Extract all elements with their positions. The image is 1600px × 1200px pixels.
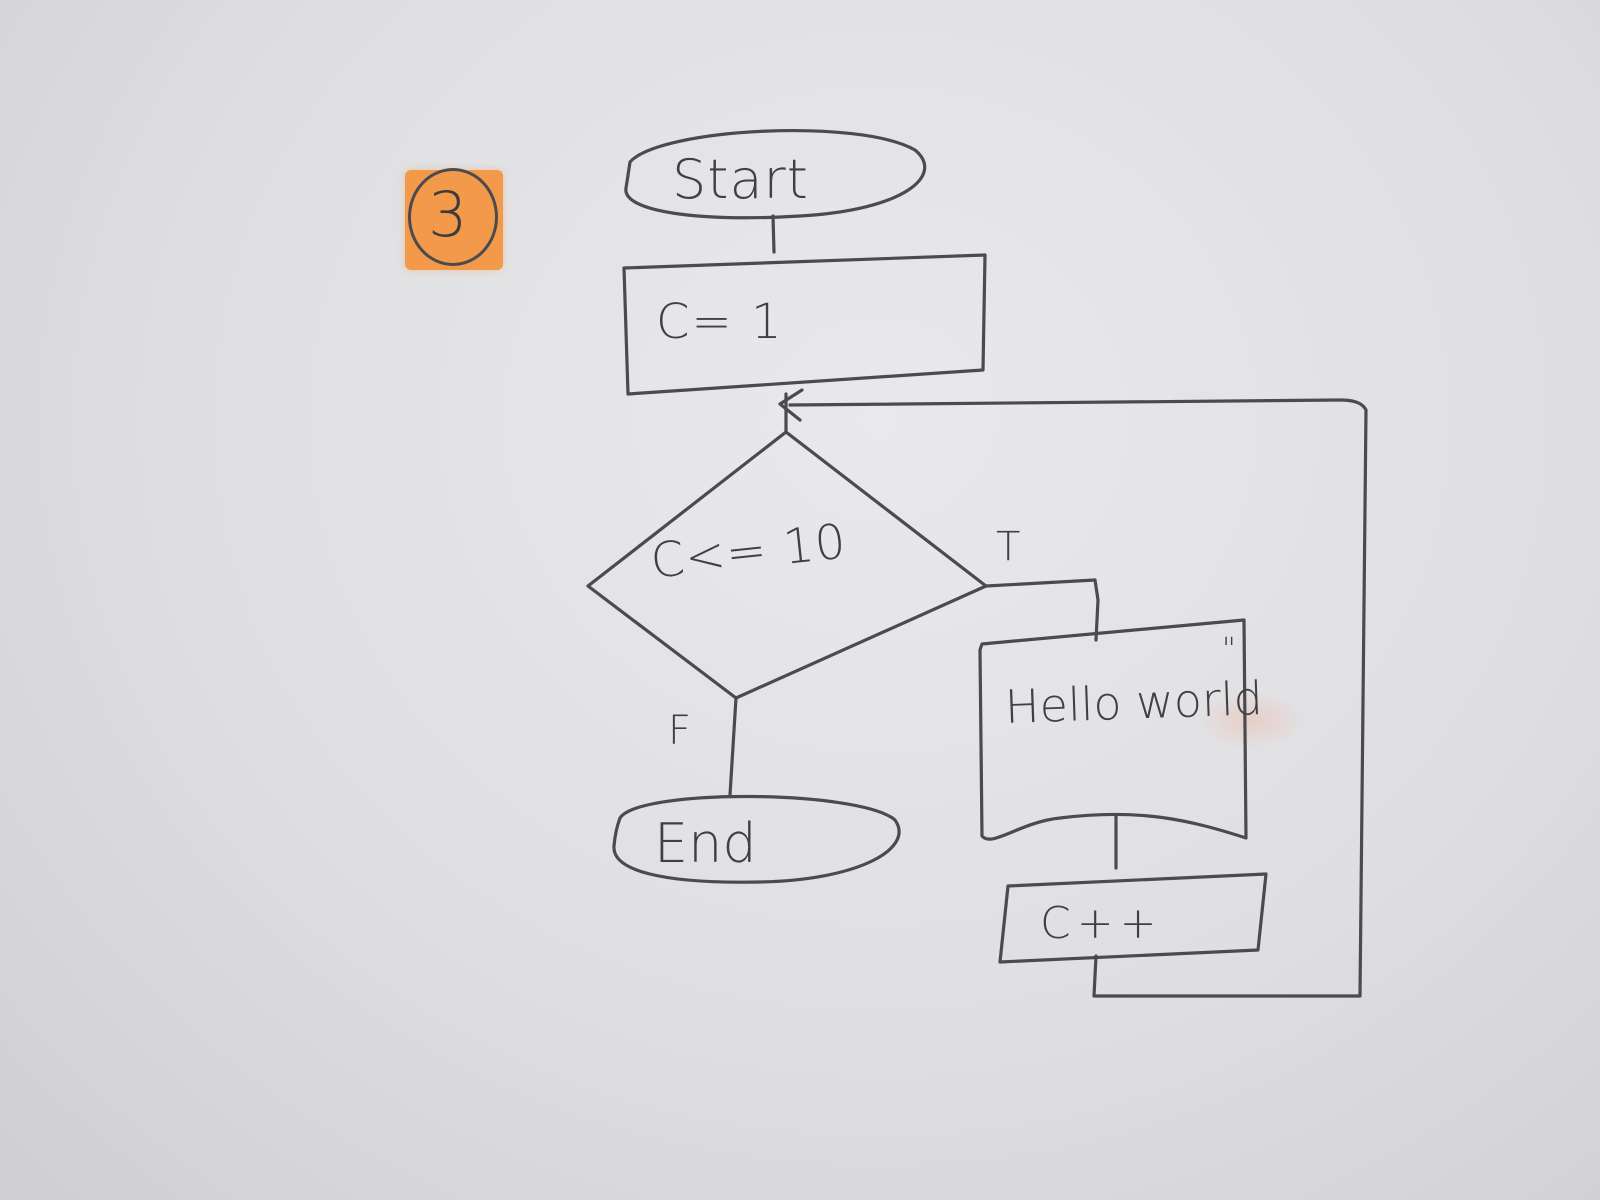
connector-false-branch (728, 696, 738, 797)
loop-back-connector (788, 398, 1368, 998)
connector-start-init (771, 214, 776, 254)
increment-process-box (998, 872, 1268, 964)
paper-smudge (1195, 690, 1305, 750)
false-branch-label: F (668, 708, 692, 754)
connector-true-branch (984, 578, 1100, 642)
loop-arrowhead (778, 388, 804, 422)
step-number: 3 (428, 178, 468, 251)
output-quote: " (1222, 632, 1236, 667)
output-document (978, 618, 1248, 841)
increment-label: C++ (1040, 898, 1163, 949)
number-circle (408, 168, 498, 266)
init-label: C= 1 (656, 294, 784, 350)
init-process-box (622, 253, 987, 396)
end-terminal (612, 794, 901, 884)
start-terminal (624, 129, 927, 220)
output-label: Hello world (1004, 671, 1264, 734)
end-label: End (654, 812, 757, 875)
start-label: Start (672, 148, 809, 211)
true-branch-label: T (996, 524, 1021, 570)
